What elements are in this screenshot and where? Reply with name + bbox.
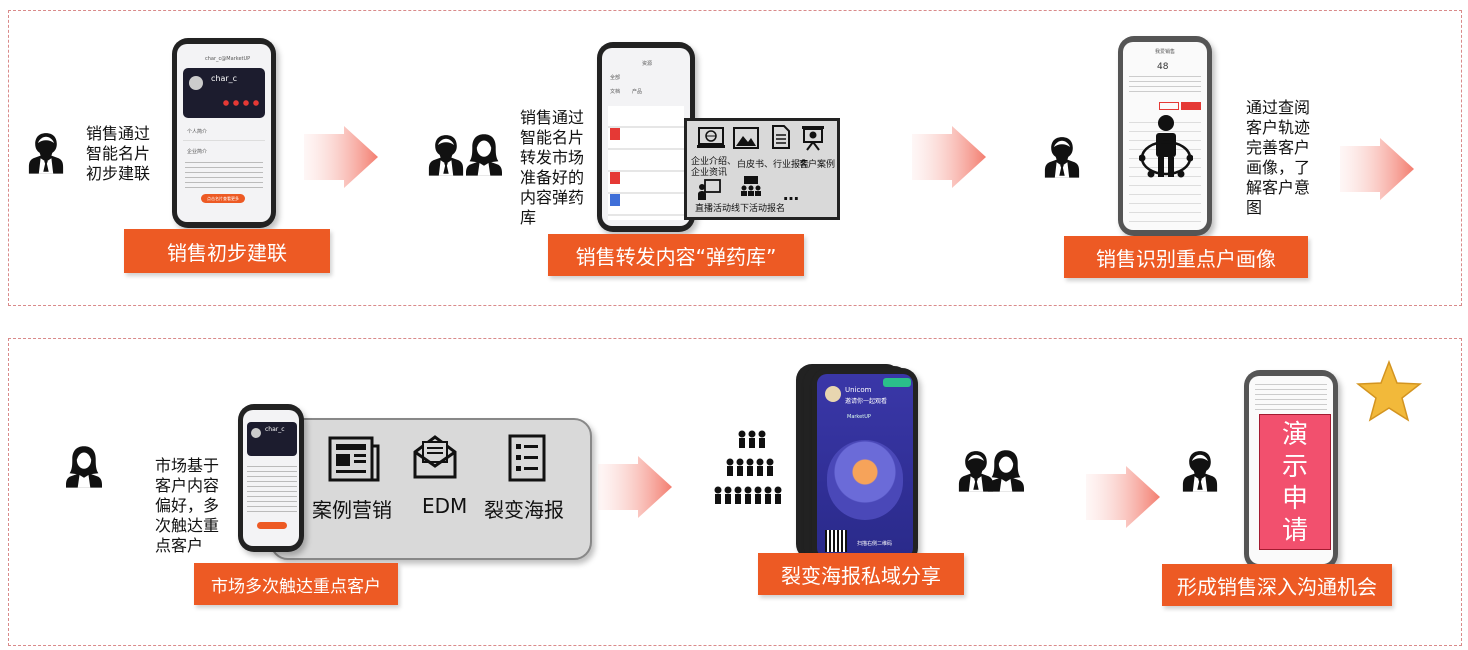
share-tag[interactable]: [883, 378, 911, 387]
tool-edm: EDM: [422, 494, 468, 518]
portrait-phone: 我爱销售 48: [1118, 36, 1212, 236]
step3-description: 通过查阅客户轨迹完善客户 画像，了解客户意图: [1246, 98, 1311, 217]
globe-icon: [697, 127, 725, 148]
bottom-panel: [8, 338, 1462, 646]
step1-label: 销售初步建联: [124, 229, 330, 273]
section-personal: 个人简介: [187, 129, 208, 135]
demo-request-phone: 演 示 申 请: [1244, 370, 1338, 570]
star-icon: [1356, 360, 1422, 422]
demo-request-box[interactable]: 演 示 申 请: [1259, 414, 1331, 550]
visit-count: 48: [1157, 62, 1169, 72]
tab-products[interactable]: 产品: [632, 89, 643, 95]
demo-char: 演: [1281, 420, 1308, 450]
poster-invite: 邀请你一起观看: [845, 398, 888, 405]
action-dots: [221, 100, 261, 106]
card-button[interactable]: 点击名片查看更多: [201, 194, 245, 203]
step3-label: 销售识别重点户画像: [1064, 236, 1308, 278]
newspaper-icon: [328, 436, 380, 482]
pdf-icon: [610, 172, 620, 184]
salesman-icon: [1044, 132, 1080, 180]
text-lines: [185, 162, 263, 188]
tool-case-marketing: 案例营销: [312, 498, 392, 522]
avatar: [251, 428, 261, 438]
profile-card: char_c: [183, 68, 265, 118]
arrow-right-icon: [598, 456, 672, 518]
document-icon: [772, 125, 790, 149]
step1-description: 销售通过智能名片初步建联: [86, 124, 151, 183]
avatar: [189, 76, 203, 90]
salesman-icon: [428, 130, 464, 178]
saleswoman-icon: [466, 130, 502, 178]
profile-card: char_c: [247, 422, 297, 456]
resource-list: [608, 106, 684, 220]
summary-lines: [1255, 384, 1327, 410]
poster-tag: MarketUP: [847, 414, 871, 420]
step2-description: 销售通过智能名片转发市场 准备好的内容弹药库: [520, 108, 585, 227]
business-card-phone: char_c@MarketUP char_c 个人简介 企业简介 点击名片查看更…: [172, 38, 276, 228]
tag-button[interactable]: [1159, 102, 1179, 110]
doc-icon: [610, 194, 620, 206]
presentation-icon: [802, 126, 824, 151]
saleswoman-icon: [66, 442, 102, 490]
arrow-right-icon: [1086, 466, 1160, 528]
demo-char: 示: [1281, 452, 1308, 482]
tab-all[interactable]: 全部: [610, 75, 621, 81]
profile-name: char_c: [265, 426, 285, 433]
salesman-icon: [1182, 446, 1218, 494]
poster-illustration: [827, 440, 903, 520]
arrow-right-icon: [304, 126, 378, 188]
resource-phone: 资源 全部 文档 产品: [597, 42, 695, 232]
phone-header: char_c@MarketUP: [205, 56, 251, 62]
row2-step1-description: 市场基于客户内容偏好，多 次触达重点客户: [155, 456, 220, 555]
phone-header: 资源: [642, 61, 653, 67]
marketing-phone: char_c: [238, 404, 304, 552]
arrow-right-icon: [912, 126, 986, 188]
row2-step3-label: 形成销售深入沟通机会: [1162, 564, 1392, 606]
summary-lines: [1129, 76, 1201, 94]
follow-button[interactable]: [1181, 102, 1201, 110]
content-library-overlay: 企业介绍、 企业资讯 白皮书、行业报告 客户案例 直播活动 线下活动报名 …: [684, 118, 840, 220]
poster-brand: Unicom: [845, 386, 872, 394]
demo-char: 请: [1281, 516, 1308, 546]
qr-code: [825, 530, 847, 552]
top-panel: [8, 10, 1462, 306]
text-lines: [247, 466, 297, 516]
section-company: 企业简介: [187, 149, 208, 155]
overlay-item-company: 企业介绍、 企业资讯: [691, 157, 737, 178]
pdf-icon: [610, 128, 620, 140]
customer-profile-icon: [1139, 115, 1193, 178]
overlay-item-live: 直播活动: [695, 204, 732, 214]
salesman-icon: [28, 128, 64, 176]
marketing-tools-panel: 案例营销 EDM 裂变海报: [270, 418, 592, 560]
demo-char: 申: [1281, 484, 1308, 514]
crowd-icon: [714, 430, 782, 504]
poster-list-icon: [508, 434, 546, 482]
card-button[interactable]: [257, 522, 287, 529]
arrow-right-icon: [1340, 138, 1414, 200]
tab-docs[interactable]: 文档: [610, 89, 621, 95]
step2-label: 销售转发内容“弹药库”: [548, 234, 804, 276]
row2-step1-label: 市场多次触达重点客户: [194, 563, 398, 605]
live-stream-icon: [698, 179, 721, 200]
phone-header: 我爱销售: [1155, 49, 1176, 55]
image-icon: [733, 127, 759, 149]
overlay-item-whitepaper: 白皮书、行业报告: [737, 160, 810, 170]
qr-caption: 扫描右侧二维码: [857, 541, 893, 547]
tool-referral-poster: 裂变海报: [484, 498, 564, 522]
poster-phone: Unicom 邀请你一起观看 MarketUP 扫描右侧二维码: [812, 368, 918, 564]
overlay-item-cases: 客户案例: [799, 160, 836, 170]
email-icon: [413, 435, 457, 479]
profile-name: char_c: [211, 74, 238, 83]
row2-step2-label: 裂变海报私域分享: [758, 553, 964, 595]
overlay-item-more: …: [783, 185, 799, 204]
saleswoman-icon: [988, 446, 1024, 494]
overlay-item-offline: 线下活动报名: [731, 204, 786, 214]
avatar: [825, 386, 841, 402]
audience-icon: [741, 176, 761, 196]
